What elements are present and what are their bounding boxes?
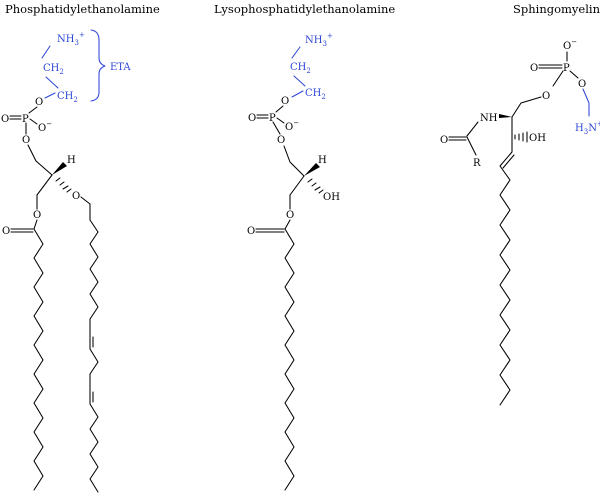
lpe-structure: NH3+ CH2 CH2 O P O O− O H OH O O [247, 32, 340, 491]
sm-wedge-bond [499, 114, 512, 118]
lpe-oh-label: OH [323, 192, 340, 203]
lpe-carbonyl-o-label: O [247, 226, 255, 237]
lpe-o-double-label: O [248, 113, 256, 124]
title-lysophosphatidylethanolamine: Lysophosphatidylethanolamine [214, 2, 395, 16]
pe-o-sn1-label: O [33, 210, 41, 221]
lpe-hash-bond [307, 178, 324, 194]
pe-sn2-acyl-chain [80, 196, 99, 493]
sm-carbonyl-o-label: O [440, 135, 448, 146]
pe-sn1-acyl-chain [33, 228, 44, 491]
lpe-ominus-label: O− [285, 119, 299, 133]
sm-sphingoid-chain [499, 138, 513, 406]
pe-eta-bracket [90, 29, 106, 102]
lpe-bond-o-carbonyl [284, 219, 291, 230]
sm-h3n-label: H3N+ [575, 120, 600, 136]
lpe-bond-n-ch2 [291, 46, 301, 59]
pe-carbonyl-o-label: O [2, 226, 10, 237]
sm-hash-bond [514, 131, 528, 143]
pe-bond-p-ominus [29, 118, 38, 125]
lpe-bond-p-ominus [276, 117, 285, 124]
sm-ominus-label: O− [563, 38, 577, 52]
pe-bond-ch2-ch2 [45, 76, 59, 89]
sm-head-group: H3N+ [575, 88, 600, 136]
pe-o-sn2-label: O [72, 191, 80, 202]
pe-o-glycerol-label: O [22, 135, 30, 146]
sm-structure: O− P O O O H3N+ NH OH O R [440, 38, 600, 406]
title-sphingomyelin: Sphingomyelin [513, 2, 600, 16]
lpe-p-label: P [269, 113, 276, 124]
pe-p-label: P [22, 114, 29, 125]
pe-bond-n-ch2 [41, 45, 51, 59]
sm-head-bonds [582, 88, 590, 117]
sm-bond-n-carbonyl [466, 121, 479, 137]
pe-bond-o-carbonyl [33, 219, 38, 230]
pe-h-label: H [67, 155, 76, 166]
lpe-bond-glycerol-sn1 [289, 175, 305, 196]
sm-trans-double-bond [502, 154, 515, 169]
sm-oh-label: OH [529, 133, 546, 144]
sm-bond-carbonyl-r [466, 136, 477, 156]
pe-nh3-label: NH3+ [57, 31, 85, 47]
lpe-o-glycerol-label: O [277, 135, 285, 146]
pe-ominus-label: O− [38, 120, 52, 134]
lpe-ch2-upper-label: CH2 [290, 62, 311, 75]
pe-hash-bond [55, 177, 72, 193]
sm-nh-label: NH [480, 113, 498, 124]
lpe-ethanolamine-group: NH3+ CH2 CH2 [290, 32, 333, 101]
pe-structure: NH3+ CH2 CH2 ETA O P O O− O H O O O [1, 29, 131, 493]
sm-bond-p-o-backbone [552, 70, 564, 87]
pe-o-ester-label: O [35, 97, 43, 108]
sm-r-label: R [473, 158, 481, 169]
sm-bond-p-o-ester [569, 70, 579, 79]
lpe-bond-o-p [275, 105, 284, 113]
pe-ch2-upper-label: CH2 [43, 63, 64, 76]
pe-bond-glycerol-sn1 [36, 174, 53, 196]
pe-ethanolamine-group: NH3+ CH2 CH2 ETA [41, 29, 131, 104]
lpe-bond-ch2-o [291, 90, 304, 98]
lpe-wedge-bond [304, 163, 320, 176]
pe-ch2-lower-label: CH2 [57, 91, 78, 104]
pe-o-double-label: O [1, 114, 9, 125]
lpe-glycerol-upper-bonds [283, 145, 305, 177]
sm-backbone-bonds [511, 96, 542, 118]
lpe-h-label: H [318, 155, 327, 166]
lpe-ch2-lower-label: CH2 [305, 88, 326, 101]
pe-eta-label: ETA [110, 62, 131, 73]
sm-o-ester-label: O [578, 79, 586, 90]
lpe-nh3-label: NH3+ [305, 32, 333, 48]
lpe-o-ester-label: O [281, 96, 289, 107]
sm-p-label: P [563, 63, 570, 74]
lpe-sn1-acyl-chain [284, 228, 295, 491]
lpe-bond-ch2-ch2 [293, 75, 306, 87]
sm-o-double-label: O [530, 63, 538, 74]
lpe-bond-p-o3 [272, 121, 281, 135]
title-phosphatidylethanolamine: Phosphatidylethanolamine [5, 2, 160, 16]
pe-glycerol-upper-bonds [27, 144, 53, 176]
sm-o-backbone-label: O [542, 91, 550, 102]
lpe-o-sn1-label: O [286, 210, 294, 221]
pe-wedge-bond [52, 162, 67, 175]
pe-bond-o-p [28, 106, 38, 114]
pe-bond-ch2-o [44, 92, 56, 99]
